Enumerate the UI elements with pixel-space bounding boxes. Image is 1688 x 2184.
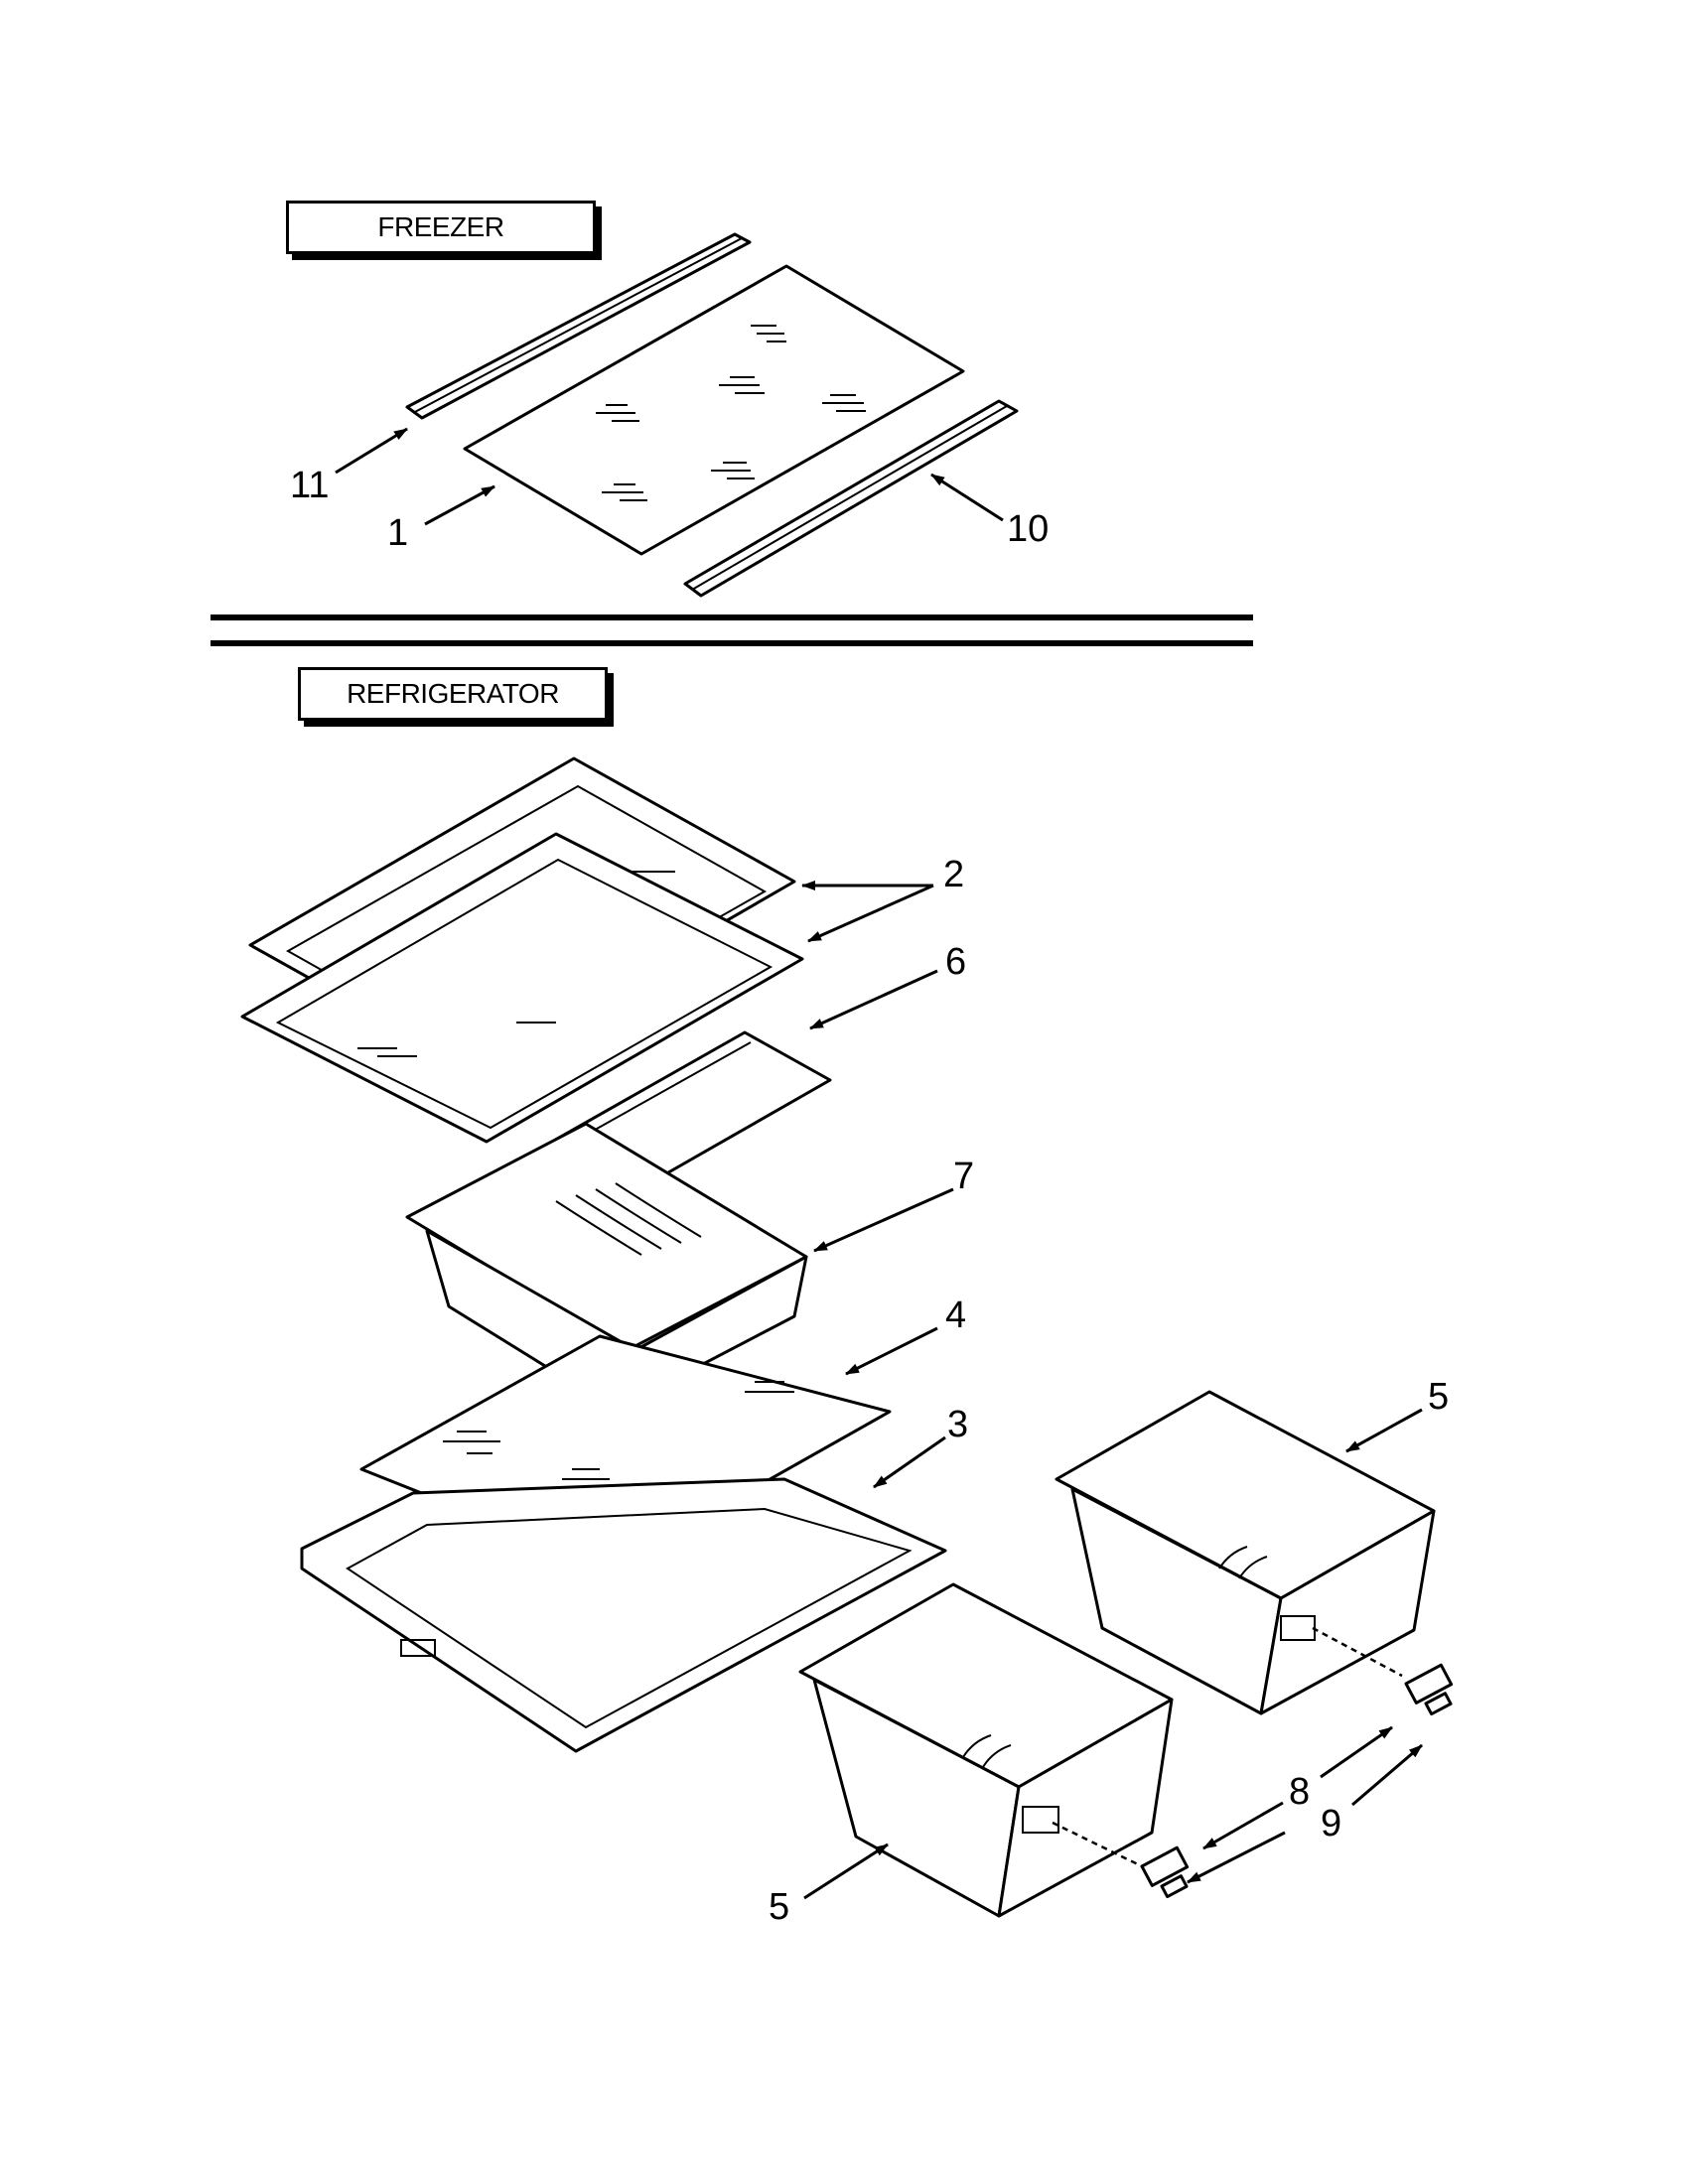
callout-9: 9 <box>1321 1803 1342 1844</box>
leader-9-right <box>1351 1743 1423 1807</box>
callout-11: 11 <box>290 465 330 506</box>
leader-9-left <box>1187 1831 1286 1884</box>
leader-5-left <box>803 1843 889 1900</box>
callout-8: 8 <box>1289 1771 1311 1813</box>
callout-2: 2 <box>943 854 965 895</box>
leader-6 <box>809 969 938 1030</box>
leader-5-right <box>1345 1408 1423 1453</box>
clip-guide-right <box>1312 1626 1403 1678</box>
freezer-shelf-rear-trim <box>405 232 752 420</box>
callout-3: 3 <box>947 1404 969 1445</box>
crisper-drawer-right <box>1055 1390 1436 1715</box>
leader-7 <box>813 1187 954 1253</box>
callout-6: 6 <box>945 941 967 983</box>
freezer-shelf-front-trim <box>683 399 1019 598</box>
refrigerator-section-label: REFRIGERATOR <box>298 667 608 721</box>
leader-10 <box>930 473 1004 522</box>
freezer-glass-shelf <box>463 264 965 556</box>
refrigerator-glass-shelf-lower <box>240 832 804 1144</box>
drawer-clip-right <box>1404 1663 1454 1716</box>
leader-2b <box>807 884 934 943</box>
leader-1 <box>424 484 495 526</box>
leader-8-left <box>1202 1801 1284 1850</box>
callout-4: 4 <box>945 1295 967 1336</box>
leader-3 <box>873 1435 946 1489</box>
crisper-support-frame <box>300 1477 947 1753</box>
drawer-clip-left <box>1140 1845 1190 1899</box>
callout-5-left: 5 <box>769 1886 790 1928</box>
leader-11 <box>335 427 408 475</box>
clip-guide-left <box>1052 1821 1143 1868</box>
leader-4 <box>845 1326 938 1376</box>
callout-10: 10 <box>1007 508 1050 550</box>
callout-1: 1 <box>387 512 409 554</box>
freezer-section-label: FREEZER <box>286 201 596 254</box>
leader-8-right <box>1320 1725 1393 1779</box>
callout-7: 7 <box>953 1156 975 1197</box>
crisper-drawer-left <box>798 1582 1174 1918</box>
callout-5-right: 5 <box>1428 1376 1450 1418</box>
